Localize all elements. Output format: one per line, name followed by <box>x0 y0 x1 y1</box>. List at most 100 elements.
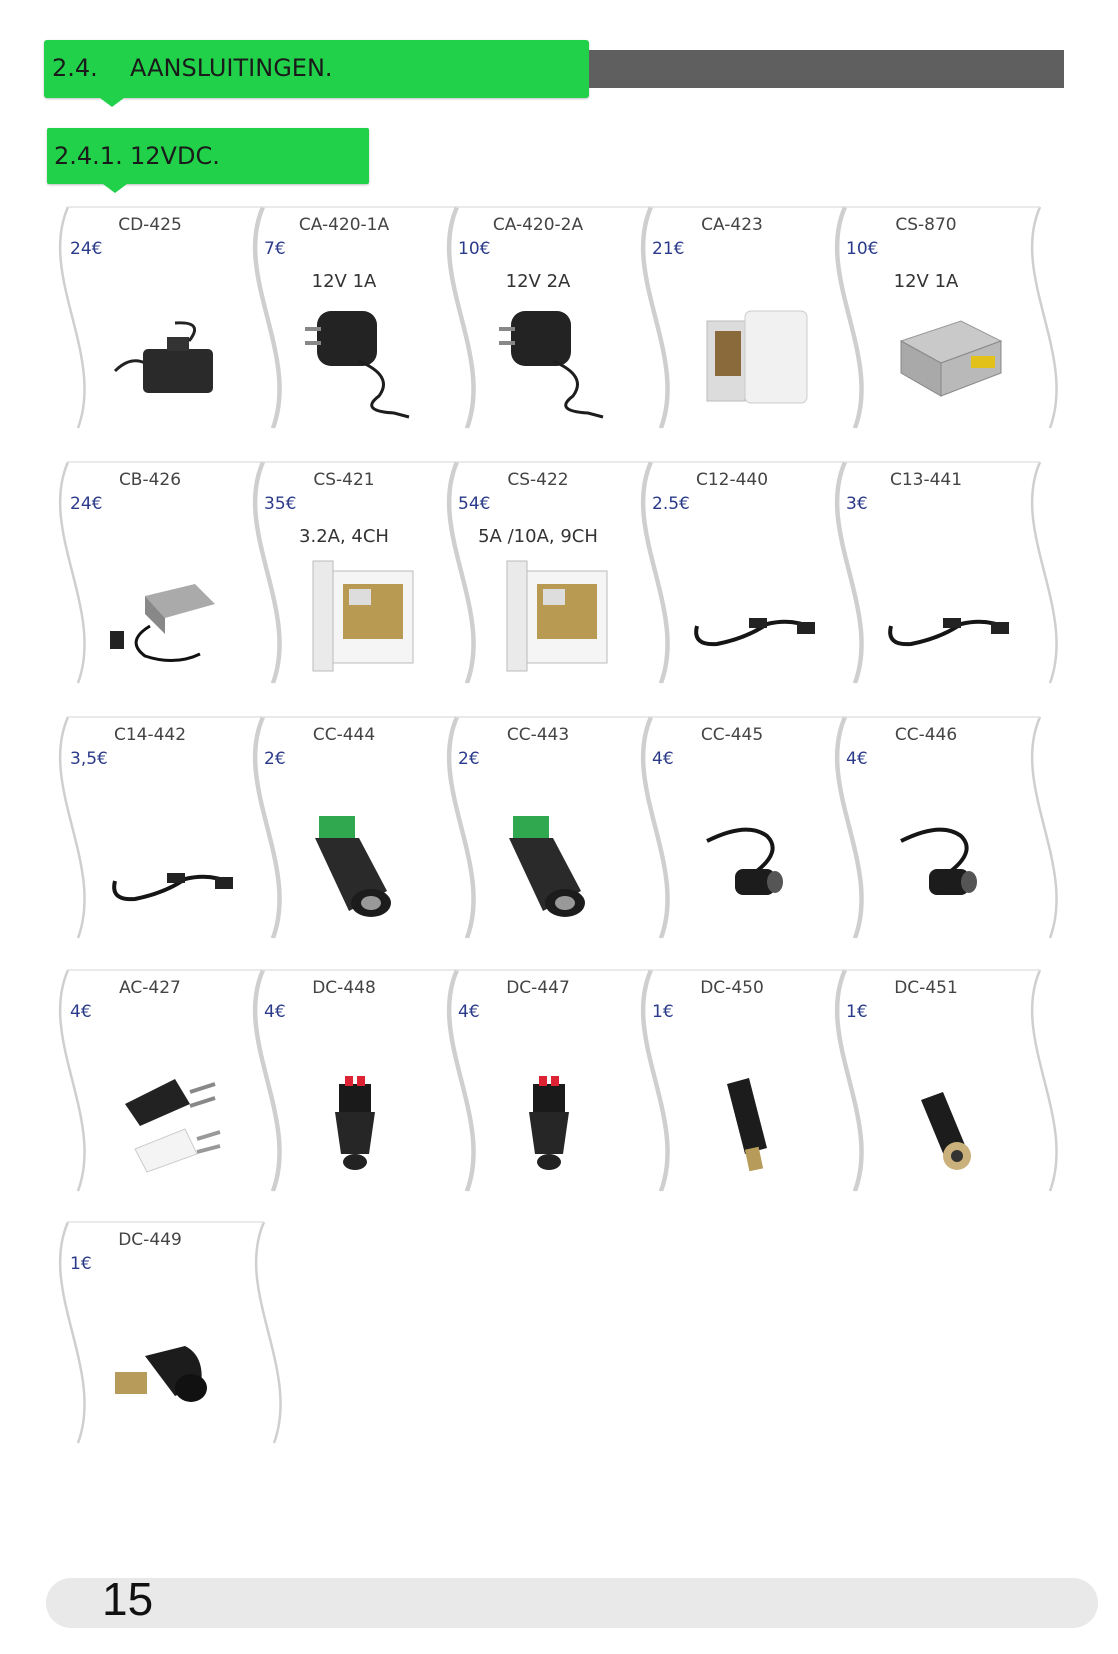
subsection-header-notch <box>103 184 127 193</box>
card-frame <box>834 461 1058 684</box>
card-frame <box>834 716 1058 939</box>
product-card[interactable]: CC-443 2€ <box>438 715 670 940</box>
push-terminal-connector-icon <box>335 1076 375 1170</box>
product-card[interactable]: CS-421 35€3.2A, 4CH <box>244 460 476 685</box>
page-number: 15 <box>102 1573 154 1625</box>
grey-adapter-icon <box>110 584 215 662</box>
subsection-number: 2.4.1. <box>54 142 123 170</box>
product-card[interactable]: CC-444 2€ <box>244 715 476 940</box>
metal-psu-icon <box>899 320 1003 397</box>
card-frame <box>640 969 864 1192</box>
product-code: CC-444 <box>312 725 376 745</box>
product-price: 7€ <box>264 239 286 259</box>
product-spec: 5A /10A, 9CH <box>478 526 598 547</box>
product-price: 24€ <box>70 239 103 259</box>
product-spec: 3.2A, 4CH <box>299 526 389 547</box>
card-frame <box>834 969 1058 1192</box>
card-frame <box>58 206 282 429</box>
section-header-dark-bar <box>589 50 1064 88</box>
push-terminal-connector-icon <box>529 1076 569 1170</box>
product-code: CB-426 <box>118 470 182 490</box>
card-frame <box>640 716 864 939</box>
card-frame <box>58 461 282 684</box>
card-frame <box>834 206 1058 429</box>
product-price: 4€ <box>846 749 868 769</box>
product-price: 10€ <box>458 239 491 259</box>
product-price: 4€ <box>458 1002 480 1022</box>
product-price: 54€ <box>458 494 491 514</box>
card-frame <box>252 206 476 429</box>
product-card[interactable]: CA-420-1A 7€ 12V 1A <box>244 205 476 430</box>
pigtail-cable-icon <box>706 827 783 895</box>
product-code: AC-427 <box>119 978 181 998</box>
product-price: 21€ <box>652 239 685 259</box>
product-code: CC-443 <box>506 725 570 745</box>
product-code: CS-870 <box>895 215 957 235</box>
white-power-box-icon <box>706 310 808 404</box>
product-code: DC-449 <box>118 1230 182 1250</box>
splitter-cable-icon <box>694 618 815 647</box>
product-card[interactable]: DC-450 1€ <box>632 968 864 1193</box>
card-frame <box>640 461 864 684</box>
product-card[interactable]: CB-426 24€ <box>50 460 282 685</box>
card-frame <box>446 206 670 429</box>
card-frame <box>252 969 476 1192</box>
product-spec: 12V 1A <box>893 271 959 292</box>
product-card[interactable]: DC-451 1€ <box>826 968 1058 1193</box>
card-frame <box>446 716 670 939</box>
product-code: CA-420-1A <box>298 215 390 235</box>
pigtail-cable-icon <box>900 827 977 895</box>
section-title: AANSLUITINGEN. <box>130 54 333 82</box>
product-card[interactable]: DC-447 4€ <box>438 968 670 1193</box>
card-frame <box>252 716 476 939</box>
product-code: C14-442 <box>113 725 187 745</box>
product-code: CS-421 <box>313 470 375 490</box>
card-frame <box>446 461 670 684</box>
terminal-connector-icon <box>315 816 391 917</box>
product-code: CA-423 <box>701 215 763 235</box>
product-price: 1€ <box>652 1002 674 1022</box>
product-price: 3,5€ <box>70 749 108 769</box>
card-frame <box>640 206 864 429</box>
angled-dc-plug-icon <box>115 1346 207 1402</box>
product-spec: 12V 2A <box>505 271 571 292</box>
product-card[interactable]: CA-423 21€ <box>632 205 864 430</box>
product-code: DC-447 <box>506 978 570 998</box>
section-header-notch <box>100 98 124 107</box>
product-code: DC-451 <box>894 978 958 998</box>
product-code: CA-420-2A <box>492 215 584 235</box>
product-price: 2€ <box>264 749 286 769</box>
wall-adapter-icon <box>305 311 410 419</box>
product-price: 4€ <box>652 749 674 769</box>
product-price: 24€ <box>70 494 103 514</box>
product-price: 2€ <box>458 749 480 769</box>
product-spec: 12V 1A <box>311 271 377 292</box>
product-price: 2.5€ <box>652 494 690 514</box>
section-number: 2.4. <box>52 54 98 82</box>
psu-cabinet-icon <box>312 560 414 672</box>
product-price: 35€ <box>264 494 297 514</box>
product-code: DC-450 <box>700 978 764 998</box>
dc-jack-icon <box>921 1092 971 1170</box>
product-price: 1€ <box>846 1002 868 1022</box>
product-code: CS-422 <box>507 470 569 490</box>
subsection-title: 12VDC. <box>130 142 220 170</box>
product-card[interactable]: CS-422 54€ 5A /10A, 9CH <box>438 460 670 685</box>
card-frame <box>252 461 476 684</box>
black-power-box-icon <box>113 321 213 393</box>
dc-plug-icon <box>727 1078 767 1172</box>
euro-plug-icon <box>125 1079 221 1173</box>
product-price: 3€ <box>846 494 868 514</box>
psu-cabinet-icon <box>506 560 608 672</box>
